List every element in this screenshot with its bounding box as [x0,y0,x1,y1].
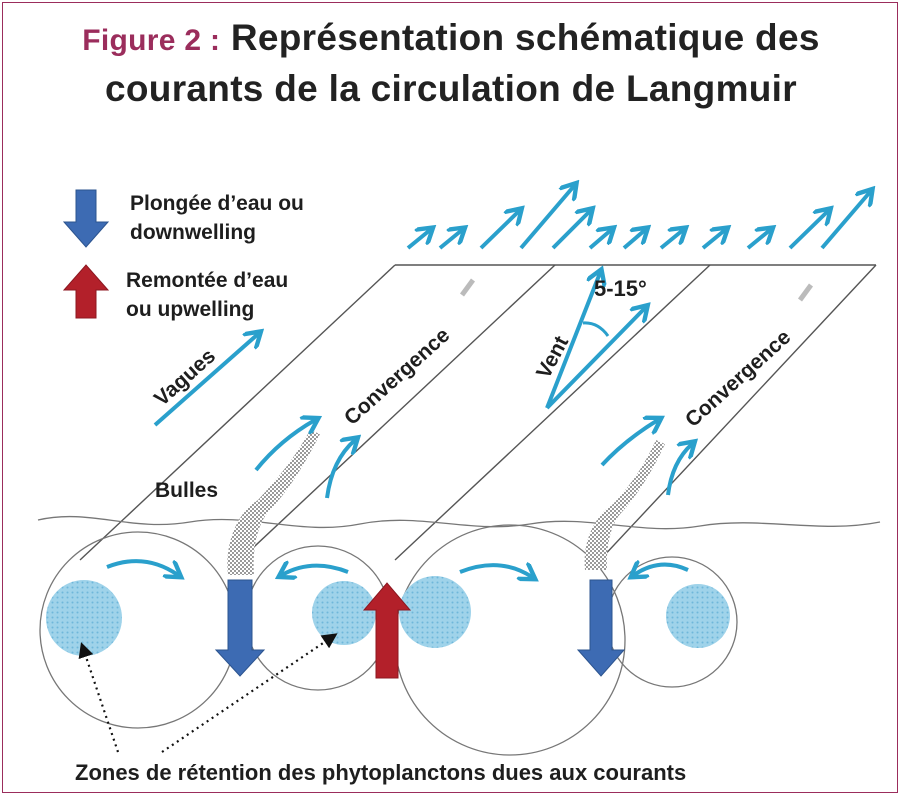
waves-arrow [153,334,258,427]
legend-downwelling-icon [62,189,110,248]
surface-plane [79,264,877,561]
legend-downwelling-line1: Plongée d’eau ou [130,192,304,215]
legend-upwelling-line1: Remontée d’eau [126,269,288,292]
title-line-2: courants de la circulation de Langmuir [105,68,797,109]
water-surface-line [37,515,881,530]
convergence-arrows [254,420,692,499]
wind-angle-label: 5-15° [594,276,647,301]
bubble-plumes [227,278,814,575]
downwelling-arrows [214,579,626,677]
figure-title: Figure 2 : Représentation schématique de… [0,14,902,113]
title-line-1: Représentation schématique des [230,17,820,58]
wind-direction-arrows [545,273,645,410]
retention-pointers [78,633,338,753]
legend-upwelling-line2: ou upwelling [126,298,254,321]
upwelling-arrow [362,582,412,679]
figure-label: Figure 2 : [82,24,221,57]
retention-zones-caption: Zones de rétention des phytoplanctons du… [75,760,686,785]
bubbles-label: Bulles [155,479,218,502]
plankton-zones [46,576,730,656]
rotation-arrows [106,559,689,577]
convergence-label-right: Convergence [681,326,795,432]
legend-upwelling-icon [62,264,110,319]
legend-downwelling-line2: downwelling [130,221,256,244]
wind-arrows-row [406,186,870,250]
